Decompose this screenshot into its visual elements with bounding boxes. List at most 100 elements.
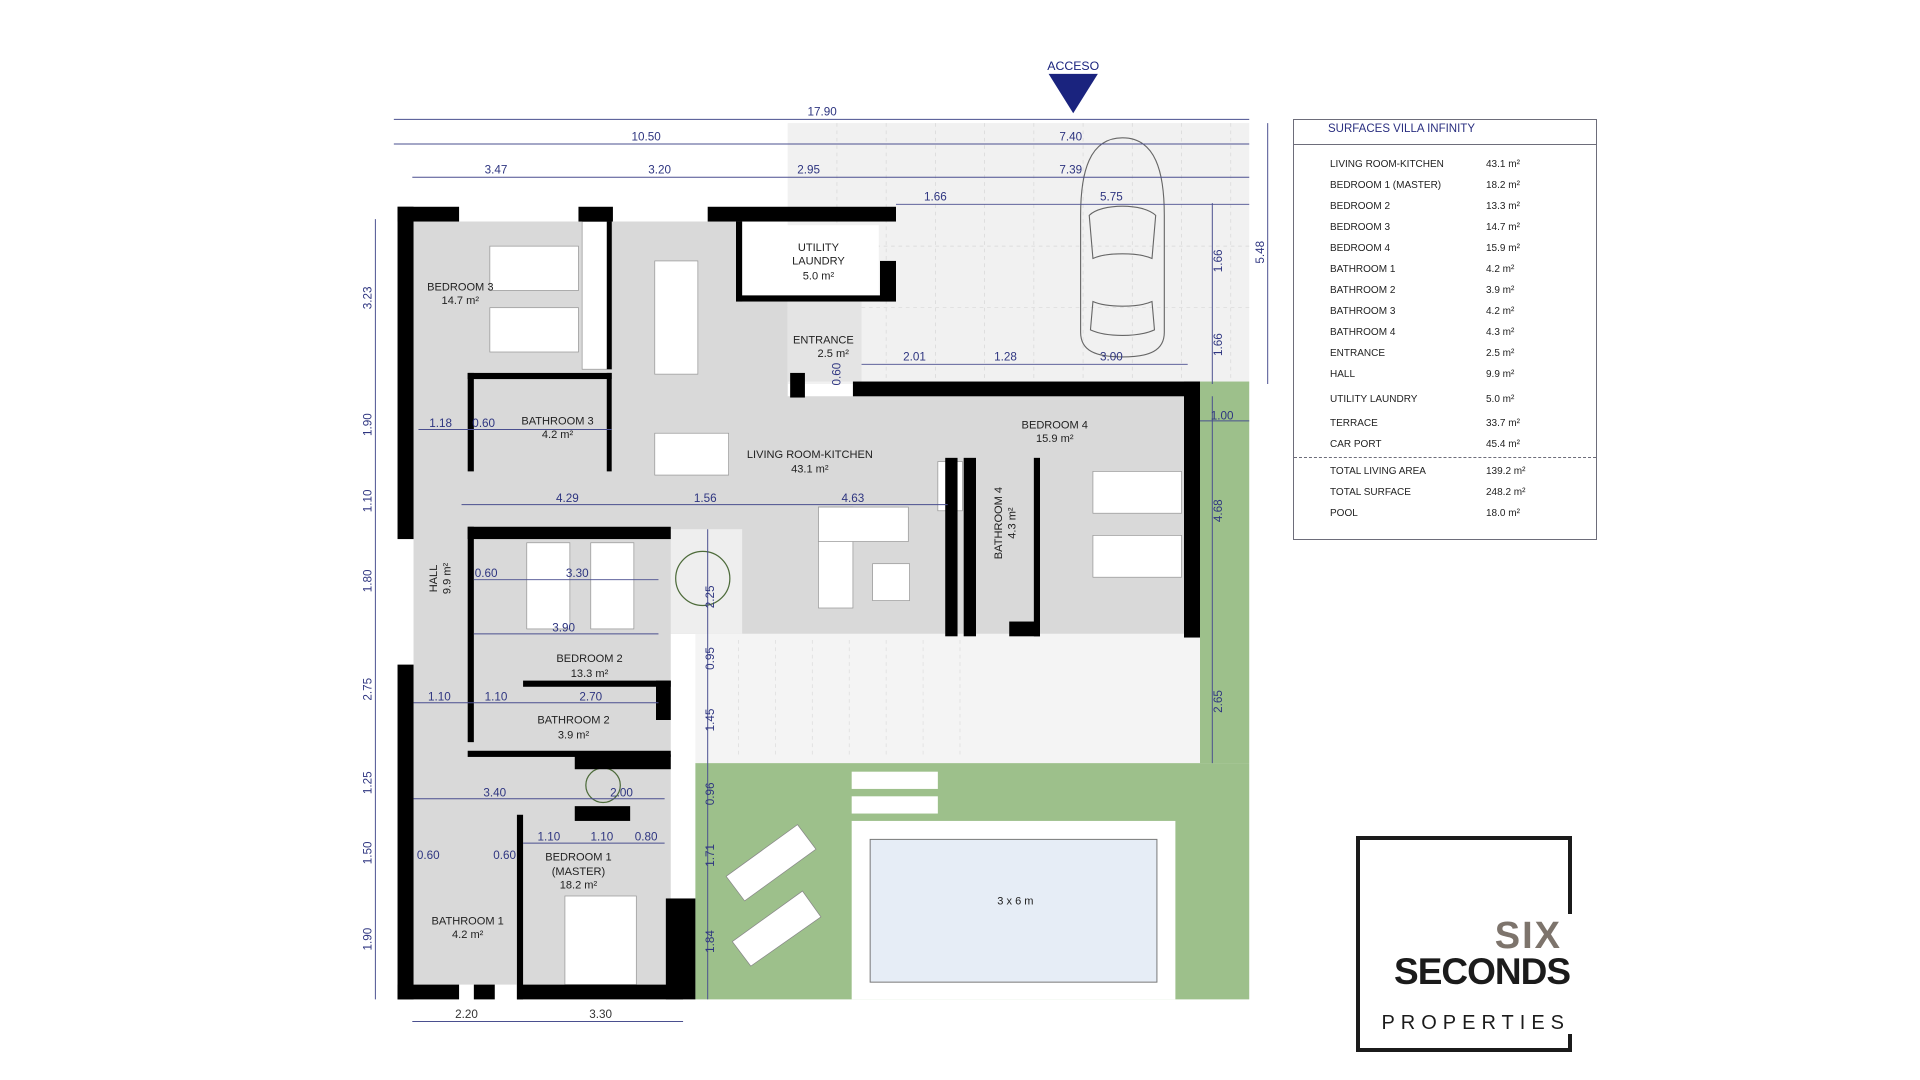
step (851, 771, 938, 789)
dimension-label: 7.40 (1059, 130, 1082, 143)
dimension-label: 1.18 (429, 417, 452, 430)
surface-label: BATHROOM 1 (1330, 264, 1396, 275)
dimension-label: 0.96 (704, 782, 717, 805)
pool (869, 838, 1158, 983)
surface-value: 9.9 m² (1486, 369, 1515, 380)
dimension-label: 1.66 (924, 191, 947, 204)
room-label-living: LIVING ROOM-KITCHEN (747, 449, 873, 461)
interior-floor (413, 221, 1184, 985)
dimension-label: 0.60 (417, 849, 440, 862)
surface-row: CAR PORT 45.4 m² (1294, 434, 1596, 455)
room-label-bedroom4: BEDROOM 4 (1022, 419, 1088, 431)
surface-label: TERRACE (1330, 418, 1378, 429)
surface-row: BATHROOM 3 4.2 m² (1294, 301, 1596, 322)
top-dimensions: 17.90 10.50 7.40 3.47 3.20 2.95 7.39 1.6… (485, 106, 1267, 386)
surface-value: 4.2 m² (1486, 306, 1515, 317)
room-area-bedroom1: 18.2 m² (560, 880, 598, 892)
surface-label: POOL (1330, 508, 1358, 519)
surface-value: 3.9 m² (1486, 285, 1515, 296)
surfaces-title: SURFACES VILLA INFINITY (1294, 120, 1596, 145)
lawn (1200, 381, 1250, 764)
dimension-label: 1.10 (428, 690, 451, 703)
dimension-label: 3.30 (566, 567, 589, 580)
logo-properties: PROPERTIES (1381, 1012, 1570, 1034)
surface-value: 2.5 m² (1486, 348, 1515, 359)
six-seconds-logo: SIX SECONDS PROPERTIES (1356, 836, 1572, 1052)
room-label-entrance: ENTRANCE (793, 334, 854, 346)
room-label-bedroom1: BEDROOM 1 (545, 851, 611, 863)
dimension-label: 1.80 (362, 569, 375, 592)
surface-value: 45.4 m² (1486, 439, 1520, 450)
dimension-label: 1.10 (485, 690, 508, 703)
terrace-grid (738, 640, 961, 757)
interior-dimensions: 1.18 0.60 4.29 1.56 4.63 1.00 4.68 0.60 … (417, 410, 1234, 953)
surface-label: BATHROOM 4 (1330, 327, 1396, 338)
room-area-entrance: 2.5 m² (818, 348, 850, 360)
surface-label: UTILITY LAUNDRY (1330, 393, 1418, 405)
dimension-label: 1.00 (1211, 410, 1234, 423)
surface-label: CAR PORT (1330, 439, 1382, 450)
surface-row: HALL 9.9 m² (1294, 364, 1596, 385)
surface-row: BATHROOM 4 4.3 m² (1294, 322, 1596, 343)
dimension-label: 1.66 (1212, 333, 1225, 356)
surface-label: BEDROOM 1 (MASTER) (1330, 180, 1442, 191)
entrance-floor (787, 301, 862, 382)
car-icon (1080, 137, 1165, 358)
walls (397, 206, 1200, 1000)
patio (670, 529, 743, 634)
surface-row: UTILITY LAUNDRY 5.0 m² (1294, 385, 1596, 413)
room-area-bathroom2: 3.9 m² (558, 729, 590, 741)
surface-value: 4.3 m² (1486, 327, 1515, 338)
dimension-label: 1.45 (704, 708, 717, 731)
dimension-label: 3.30 (589, 1008, 612, 1021)
dimension-label: 0.60 (493, 849, 516, 862)
room-area-bathroom3: 4.2 m² (542, 429, 574, 441)
room-area-bathroom1: 4.2 m² (452, 929, 484, 941)
room-label-master: (MASTER) (552, 866, 605, 878)
dimension-label: 5.75 (1100, 191, 1123, 204)
surface-label: ENTRANCE (1330, 348, 1386, 359)
access-arrow-icon (1048, 73, 1098, 114)
dimension-label: 3.40 (483, 786, 506, 799)
dimension-label: 0.80 (635, 831, 658, 844)
surface-value: 13.3 m² (1486, 201, 1520, 212)
dimension-label: 1.10 (362, 489, 375, 512)
dimension-label: 2.00 (610, 786, 633, 799)
bottom-dimensions: 2.20 3.30 (455, 1008, 612, 1021)
dimension-label: 2.70 (579, 690, 602, 703)
room-label-bathroom1: BATHROOM 1 (432, 915, 504, 927)
dimension-label: 3.00 (1100, 351, 1123, 364)
room-label-bedroom3: BEDROOM 3 (427, 281, 493, 293)
dimension-label: 0.60 (475, 567, 498, 580)
surface-label: BEDROOM 4 (1330, 243, 1391, 254)
surface-row: BEDROOM 1 (MASTER)18.2 m² (1294, 175, 1596, 196)
pool-size-label: 3 x 6 m (997, 896, 1033, 908)
room-area-living: 43.1 m² (791, 464, 829, 476)
dimension-label: 10.50 (632, 130, 662, 143)
dimension-label: 1.10 (590, 831, 613, 844)
surface-value: 5.0 m² (1486, 393, 1515, 405)
dimension-label: 5.48 (1254, 241, 1267, 264)
room-area-bedroom4: 15.9 m² (1036, 433, 1074, 445)
surface-label: BATHROOM 3 (1330, 306, 1396, 317)
surface-value: 248.2 m² (1486, 487, 1526, 498)
utility-floor (740, 225, 879, 300)
surface-label: HALL (1330, 369, 1356, 380)
dimension-label: 4.29 (556, 492, 579, 505)
room-area-bedroom3: 14.7 m² (442, 295, 480, 307)
dimension-label: 1.25 (362, 771, 375, 794)
dimension-label: 3.90 (552, 621, 575, 634)
sun-lounger-icon (725, 824, 822, 967)
dimension-label: 1.90 (362, 927, 375, 950)
surfaces-table: SURFACES VILLA INFINITY LIVING ROOM-KITC… (1293, 119, 1597, 540)
dimension-label: 3.23 (362, 286, 375, 309)
room-label-bedroom2: BEDROOM 2 (556, 653, 622, 665)
dimension-label: 1.66 (1212, 250, 1225, 273)
